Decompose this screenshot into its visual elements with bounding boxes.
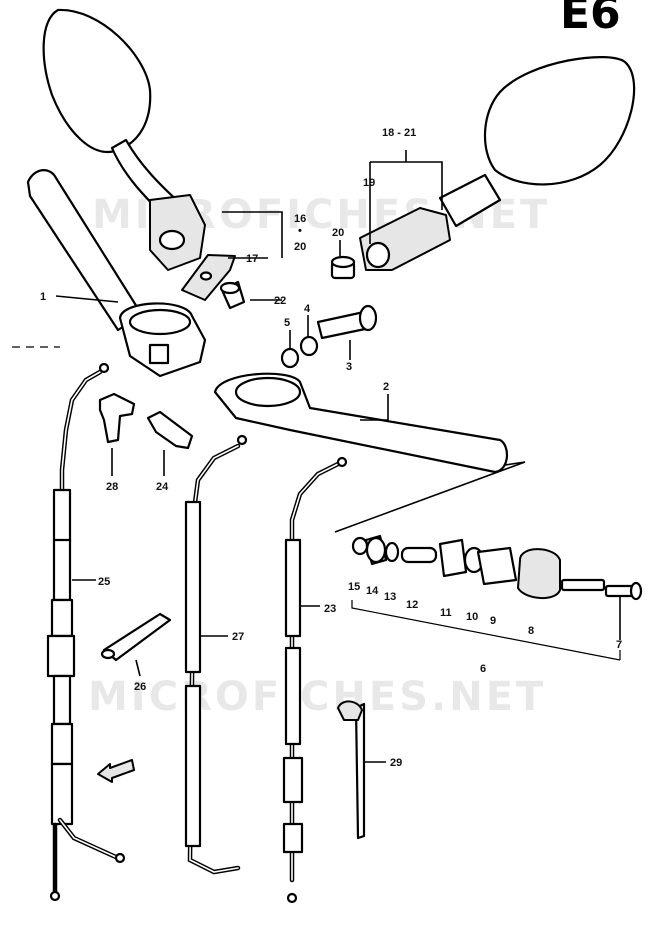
label-part-29: 29: [390, 757, 402, 769]
label-part-13: 13: [384, 591, 396, 603]
bolt-3: [316, 304, 378, 340]
label-part-24: 24: [156, 481, 169, 493]
label-part-5: 5: [284, 317, 290, 329]
label-part-10: 10: [466, 611, 478, 623]
label-part-26: 26: [134, 681, 146, 693]
label-part-8: 8: [528, 625, 534, 637]
label-part-20-left: 20: [294, 241, 306, 253]
right-mirror: [359, 56, 636, 271]
label-part-12: 12: [406, 599, 418, 611]
label-part-4: 4: [304, 303, 311, 315]
clamp-28: [98, 392, 136, 444]
label-part-3: 3: [346, 361, 352, 373]
label-part-18-21: 18 - 21: [382, 127, 416, 139]
bolt-22: [219, 280, 246, 310]
label-part-28: 28: [106, 481, 118, 493]
page-code: E6: [560, 0, 621, 39]
left-handlebar: [26, 169, 207, 378]
watermark-bottom: MICROFICHES.NET: [88, 674, 546, 720]
label-part-14: 14: [366, 585, 379, 597]
label-part-11: 11: [440, 607, 452, 619]
leader-lines: [55, 150, 621, 763]
label-part-15: 15: [348, 581, 360, 593]
label-dot-left: •: [298, 225, 302, 237]
label-part-17: 17: [246, 253, 258, 265]
cable-23: [282, 456, 348, 904]
nut-20: [330, 255, 356, 280]
label-part-23: 23: [324, 603, 336, 615]
label-part-9: 9: [490, 615, 496, 627]
washer-4: [299, 335, 319, 357]
label-part-20-right: 20: [332, 227, 344, 239]
bracket-26: [100, 612, 172, 662]
label-part-16: 16: [294, 213, 306, 225]
left-mirror: [42, 8, 206, 271]
cable-25: [46, 362, 126, 902]
mirror-holder: [181, 254, 236, 301]
label-part-1: 1: [40, 291, 46, 303]
label-part-7: 7: [616, 639, 622, 651]
bar-end-assembly: [351, 534, 643, 661]
label-part-6: 6: [480, 663, 486, 675]
part-29: [337, 700, 366, 840]
label-part-27: 27: [232, 631, 244, 643]
label-part-22: 22: [274, 295, 286, 307]
right-handlebar: [213, 372, 526, 533]
label-part-2: 2: [383, 381, 389, 393]
label-part-19: 19: [363, 177, 375, 189]
arrow-left-icon: [97, 759, 135, 783]
cable-27: [184, 434, 248, 875]
label-part-25: 25: [98, 576, 110, 588]
clamp-24: [146, 410, 194, 450]
washer-5: [280, 347, 300, 369]
